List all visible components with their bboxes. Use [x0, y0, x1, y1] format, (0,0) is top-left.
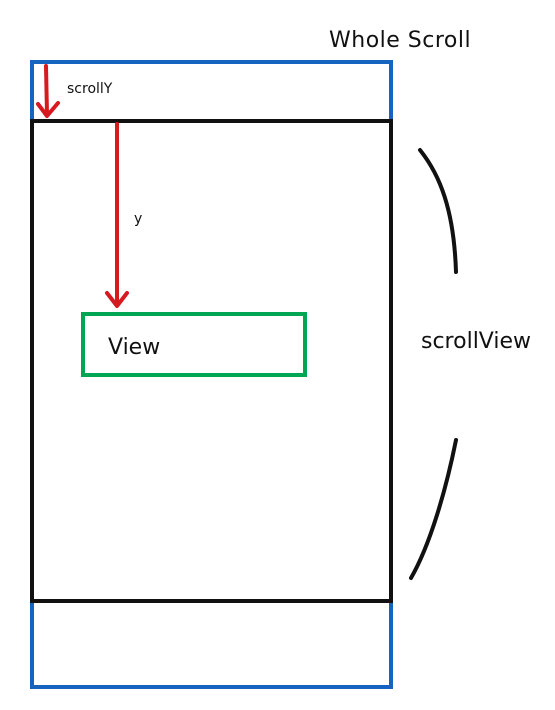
scroll-view-bracket-top — [418, 148, 458, 274]
view-rect — [81, 312, 307, 377]
view-label: View — [108, 335, 160, 360]
scroll-view-bracket-bottom — [409, 438, 458, 580]
scroll-y-arrowhead — [36, 101, 60, 118]
scroll-y-label: scrollY — [67, 81, 113, 97]
y-label: y — [134, 211, 142, 227]
scroll-view-rect — [30, 119, 393, 603]
scroll-view-label: scrollView — [421, 329, 531, 354]
whole-scroll-label: Whole Scroll — [329, 28, 471, 53]
y-arrowhead — [105, 291, 129, 308]
scroll-y-arrow — [44, 64, 49, 116]
